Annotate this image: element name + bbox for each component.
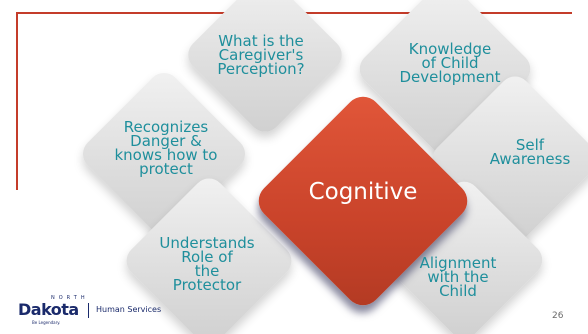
logo-dakota-wordmark: Dakota [18, 300, 79, 319]
center-label: Cognitive [308, 179, 418, 205]
logo-department-name: Human Services [96, 305, 162, 314]
logo-tagline: Be Legendary. [32, 320, 61, 325]
logo-north-text: NORTH [51, 295, 89, 301]
nd-human-services-logo: NORTH Dakota Human Services Be Legendary… [16, 295, 196, 329]
item-label-recognizes-danger: Recognizes Danger & knows how to protect [114, 118, 218, 178]
slide-border-left [16, 12, 18, 190]
logo-divider [88, 303, 89, 318]
item-label-role-of-protector: Understands Role of the Protector [159, 234, 255, 294]
page-number: 26 [552, 311, 564, 321]
item-label-self-awareness: Self Awareness [489, 136, 571, 168]
item-label-knowledge-child-development: Knowledge of Child Development [399, 40, 501, 86]
item-label-caregiver-perception: What is the Caregiver's Perception? [217, 32, 305, 78]
item-label-alignment-with-child: Alignment with the Child [419, 254, 497, 300]
